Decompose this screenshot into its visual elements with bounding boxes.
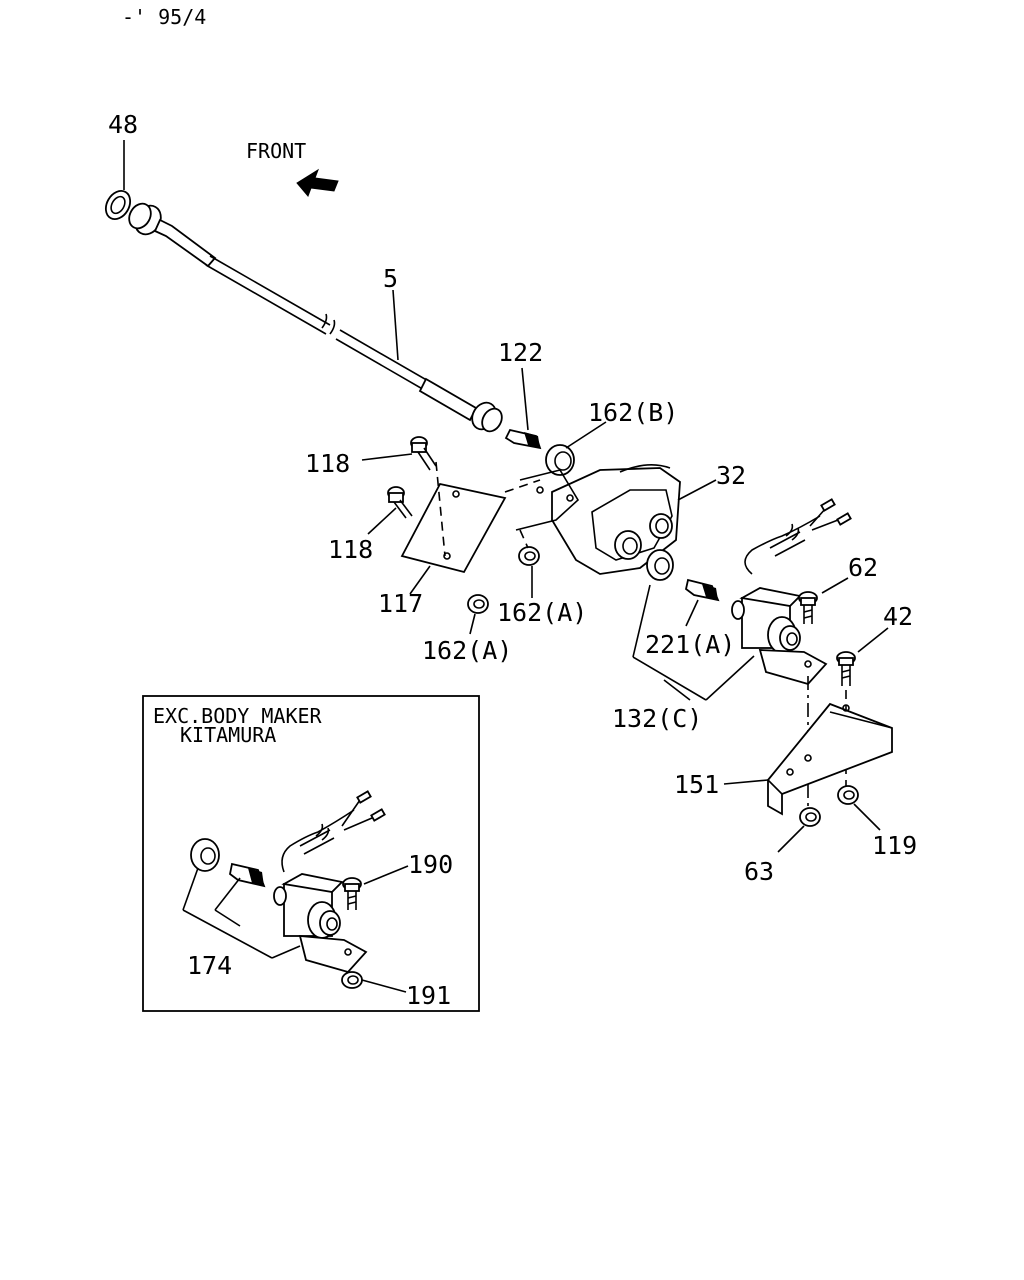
part-151-bracket — [767, 702, 893, 816]
callout-48: 48 — [108, 110, 138, 139]
callout-122: 122 — [498, 338, 543, 367]
part-174-nut — [190, 838, 220, 872]
date-code: -' 95/4 — [122, 5, 206, 29]
callout-62: 62 — [848, 553, 878, 582]
part-221a-nut — [646, 549, 674, 581]
callout-63: 63 — [744, 857, 774, 886]
part-132c-solenoid — [731, 498, 852, 686]
callout-191: 191 — [406, 981, 451, 1010]
part-221a-key — [684, 578, 720, 602]
part-174-solenoid — [273, 790, 386, 974]
front-label: FRONT — [246, 139, 306, 163]
callout-221a: 221(A) — [645, 630, 735, 659]
part-190-bolt — [342, 877, 362, 910]
callout-132c: 132(C) — [612, 704, 702, 733]
callout-5: 5 — [383, 264, 398, 293]
part-48-ring — [104, 189, 132, 221]
part-32-bracket — [515, 469, 580, 531]
callout-119: 119 — [872, 831, 917, 860]
callout-151: 151 — [674, 770, 719, 799]
part-63-nut — [799, 807, 821, 827]
part-191-nut — [341, 971, 363, 989]
part-162b-nut — [545, 444, 575, 476]
callout-162a-lower: 162(A) — [422, 636, 512, 665]
inset-note-line1: EXC.BODY MAKER — [153, 704, 323, 728]
front-arrow-icon — [296, 168, 339, 197]
inset-box: EXC.BODY MAKER KITAMURA — [142, 695, 480, 1012]
part-174-key — [229, 862, 266, 888]
part-119-nut — [837, 785, 859, 805]
callout-162b: 162(B) — [588, 398, 678, 427]
part-62-bolt — [798, 591, 818, 624]
callout-190: 190 — [408, 850, 453, 879]
part-162a-nut-lower — [467, 594, 489, 614]
part-162a-nut-upper — [518, 546, 540, 566]
part-42-bolt — [836, 651, 856, 686]
part-5-cable — [128, 202, 503, 433]
callout-117: 117 — [378, 589, 423, 618]
part-118-bolt-lower — [387, 486, 413, 519]
part-118-bolt-upper — [410, 436, 437, 471]
part-32-unit — [551, 464, 681, 575]
callout-32: 32 — [716, 461, 746, 490]
callout-174: 174 — [187, 951, 232, 980]
callout-118-upper: 118 — [305, 449, 350, 478]
part-117-plate — [400, 461, 541, 574]
inset-note-line2: KITAMURA — [180, 723, 276, 747]
callout-162a-upper: 162(A) — [497, 598, 587, 627]
part-122-key — [504, 428, 542, 450]
callout-42: 42 — [883, 602, 913, 631]
callout-118-lower: 118 — [328, 535, 373, 564]
